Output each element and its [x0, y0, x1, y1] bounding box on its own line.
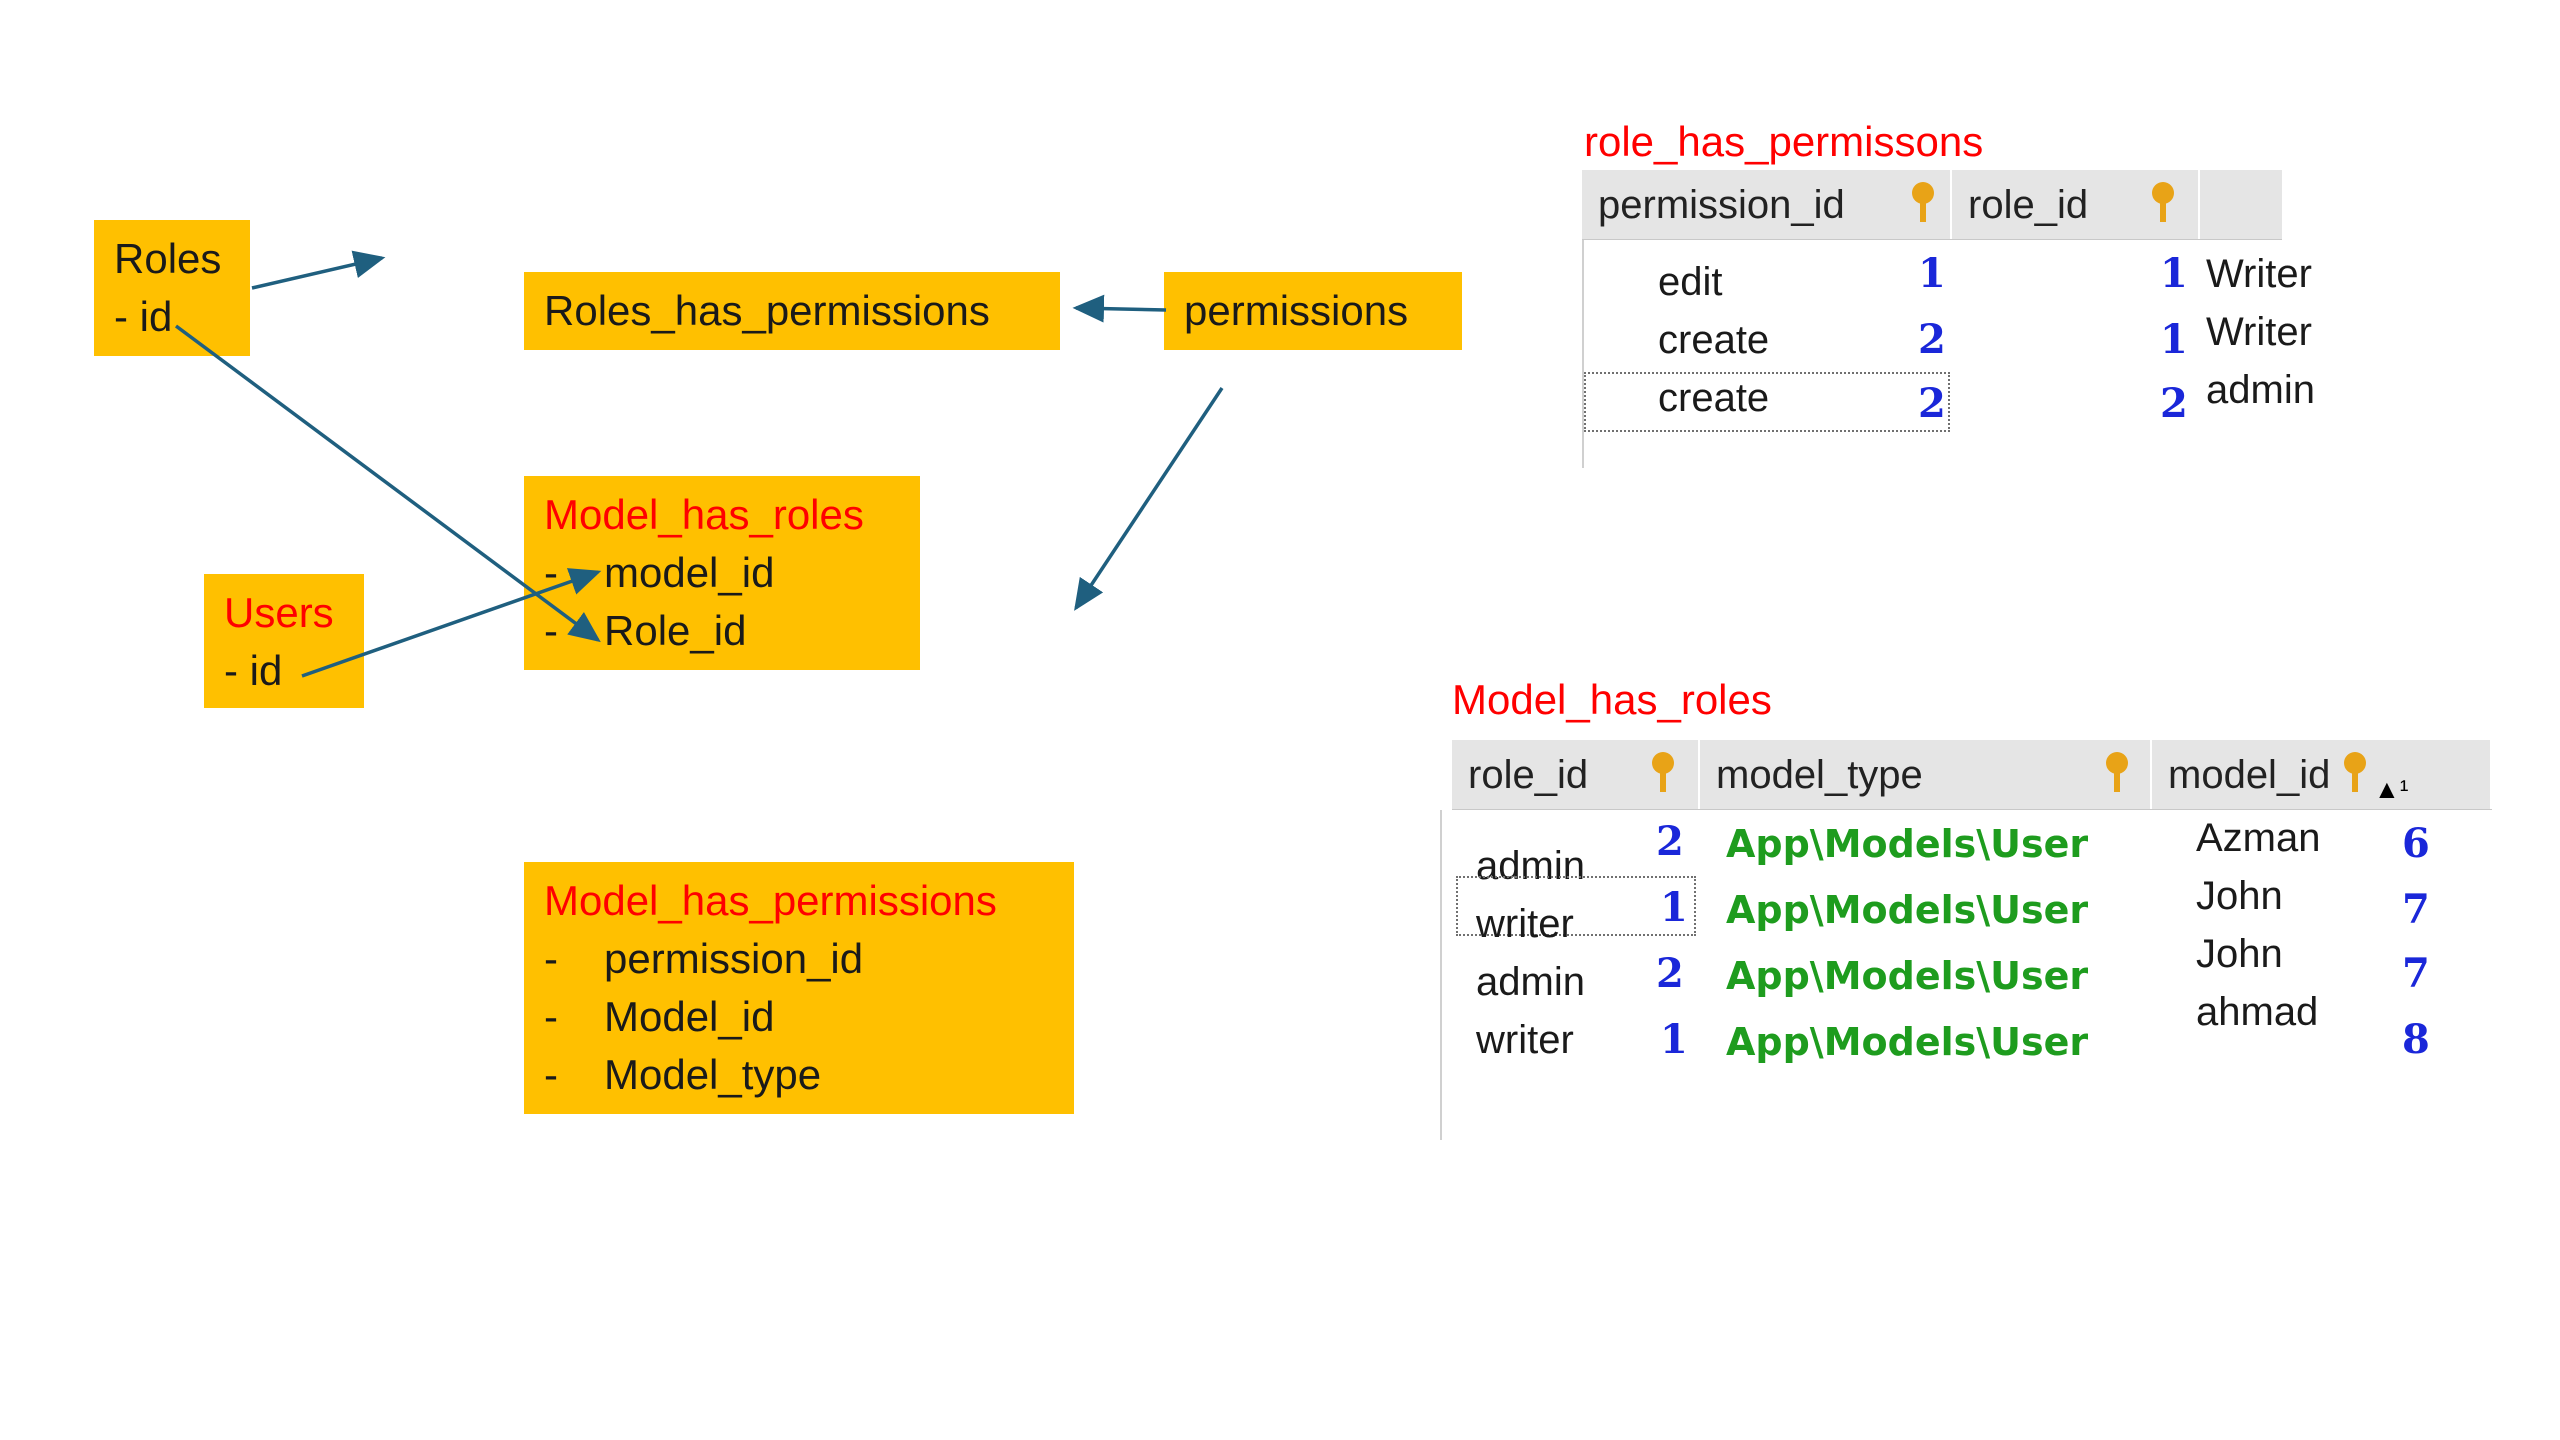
- roles-field-id: - id: [114, 293, 173, 340]
- table-cell-role-id[interactable]: 2: [1656, 818, 1684, 865]
- table-cell-model-label[interactable]: ahmad: [2196, 990, 2319, 1034]
- table-cell-role-label[interactable]: admin: [1476, 844, 1585, 888]
- column-header-model-id[interactable]: model_id ▲¹: [2152, 740, 2492, 809]
- roles-has-permissions-title: Roles_has_permissions: [544, 287, 990, 334]
- model-has-roles-box: Model_has_roles -model_id -Role_id: [524, 476, 920, 670]
- table-cell-model-type[interactable]: App\Models\User: [1726, 1020, 2089, 1064]
- model-has-permissions-field-model-id: -Model_id: [544, 993, 775, 1040]
- model-has-roles-title: Model_has_roles: [544, 491, 864, 538]
- sort-ascending-icon[interactable]: ▲¹: [2374, 774, 2409, 804]
- users-field-id: - id: [224, 647, 283, 694]
- model-has-roles-field-role-id: -Role_id: [544, 607, 747, 654]
- table-cell-permission-id[interactable]: 2: [1918, 380, 1946, 427]
- primary-key-icon: [2152, 182, 2174, 226]
- column-header-permission-id[interactable]: permission_id: [1582, 170, 1952, 239]
- arrow-permissions-to-roles-has-permissions: [1072, 294, 1167, 323]
- table-cell-model-type[interactable]: App\Models\User: [1726, 954, 2089, 998]
- model-has-permissions-field-model-type: -Model_type: [544, 1051, 822, 1098]
- table-left-border: [1440, 810, 1442, 1140]
- table-cell-role-label[interactable]: Writer: [2206, 252, 2312, 296]
- table-cell-role-label[interactable]: Writer: [2206, 310, 2312, 354]
- table-cell-permission-id[interactable]: 2: [1918, 316, 1946, 363]
- table-cell-model-label[interactable]: John: [2196, 874, 2283, 918]
- column-header-role-id[interactable]: role_id: [1952, 170, 2200, 239]
- table-cell-role-id[interactable]: 2: [1656, 950, 1684, 997]
- arrow-permissions-down: [1074, 387, 1224, 611]
- table-cell-permission-label[interactable]: create: [1658, 376, 1770, 420]
- primary-key-icon: [2344, 752, 2366, 796]
- focused-cell-outline: [1584, 372, 1950, 432]
- permissions-box: permissions: [1164, 272, 1462, 350]
- focused-cell-outline: [1456, 876, 1696, 936]
- model-has-roles-caption: Model_has_roles: [1452, 676, 1772, 723]
- table-cell-permission-label[interactable]: create: [1658, 318, 1770, 362]
- model-has-roles-header: role_id model_type model_id ▲¹: [1452, 740, 2492, 810]
- table-cell-role-id[interactable]: 2: [2160, 380, 2188, 427]
- users-box: Users - id: [204, 574, 364, 708]
- table-cell-role-id[interactable]: 1: [2160, 250, 2188, 297]
- role-has-permissions-header: permission_id role_id: [1582, 170, 2282, 240]
- table-cell-role-label[interactable]: admin: [2206, 368, 2315, 412]
- roles-has-permissions-box: Roles_has_permissions: [524, 272, 1060, 350]
- table-left-border: [1582, 240, 1584, 468]
- arrow-roles-to-right: [251, 250, 386, 290]
- role-has-permissions-caption: role_has_permissons: [1584, 118, 1984, 165]
- users-title: Users: [224, 589, 334, 636]
- column-header-model-type[interactable]: model_type: [1700, 740, 2152, 809]
- table-cell-model-type[interactable]: App\Models\User: [1726, 888, 2089, 932]
- table-cell-role-id[interactable]: 1: [2160, 316, 2188, 363]
- primary-key-icon: [1652, 752, 1674, 796]
- table-cell-permission-id[interactable]: 1: [1918, 250, 1946, 297]
- table-cell-model-id[interactable]: 8: [2402, 1016, 2430, 1063]
- table-cell-role-label[interactable]: writer: [1476, 902, 1574, 946]
- table-cell-model-type[interactable]: App\Models\User: [1726, 822, 2089, 866]
- table-cell-permission-label[interactable]: edit: [1658, 260, 1723, 304]
- table-cell-role-label[interactable]: writer: [1476, 1018, 1574, 1062]
- permissions-title: permissions: [1184, 287, 1409, 334]
- table-cell-model-label[interactable]: Azman: [2196, 816, 2321, 860]
- primary-key-icon: [2106, 752, 2128, 796]
- table-cell-model-label[interactable]: John: [2196, 932, 2283, 976]
- table-cell-role-id[interactable]: 1: [1660, 1016, 1688, 1063]
- model-has-permissions-field-permission-id: -permission_id: [544, 935, 864, 982]
- table-cell-model-id[interactable]: 6: [2402, 820, 2430, 867]
- table-cell-role-id[interactable]: 1: [1660, 884, 1688, 931]
- roles-box: Roles - id: [94, 220, 250, 356]
- model-has-permissions-title: Model_has_permissions: [544, 877, 997, 924]
- table-cell-role-label[interactable]: admin: [1476, 960, 1585, 1004]
- table-cell-model-id[interactable]: 7: [2402, 886, 2430, 933]
- column-header-role-id[interactable]: role_id: [1452, 740, 1700, 809]
- model-has-roles-field-model-id: -model_id: [544, 549, 775, 596]
- model-has-permissions-box: Model_has_permissions -permission_id -Mo…: [524, 862, 1074, 1114]
- roles-title: Roles: [114, 235, 222, 282]
- table-cell-model-id[interactable]: 7: [2402, 950, 2430, 997]
- primary-key-icon: [1912, 182, 1934, 226]
